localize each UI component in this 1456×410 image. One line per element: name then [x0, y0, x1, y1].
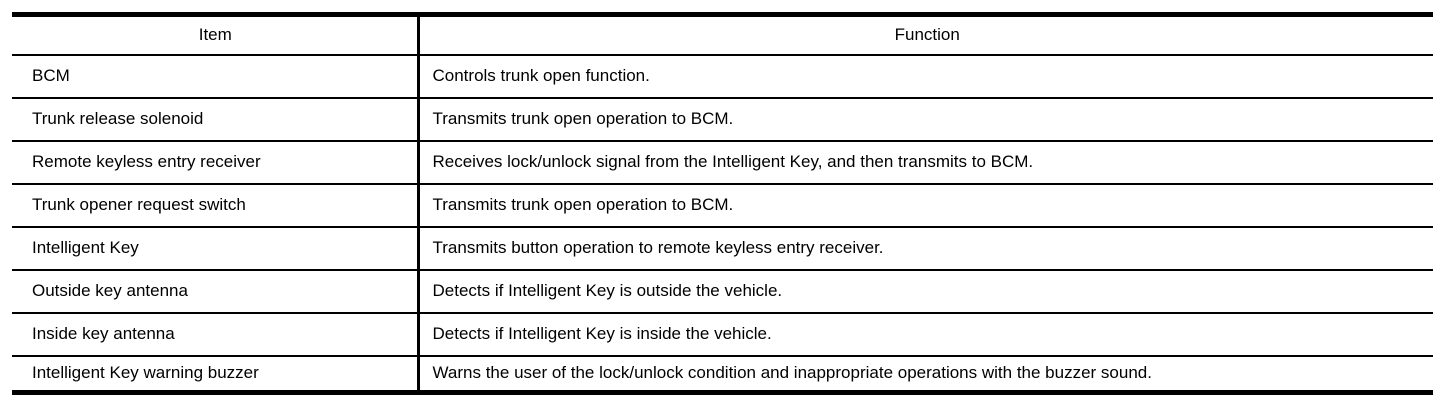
table-row: Inside key antenna Detects if Intelligen… — [12, 312, 1433, 357]
table-row: Intelligent Key Transmits button operati… — [12, 226, 1433, 271]
item-cell: BCM — [12, 54, 420, 99]
item-cell: Intelligent Key warning buzzer — [12, 355, 420, 393]
table-row: Trunk release solenoid Transmits trunk o… — [12, 97, 1433, 142]
item-cell: Intelligent Key — [12, 226, 420, 271]
table-header: Item Function — [12, 14, 1433, 56]
item-cell: Outside key antenna — [12, 269, 420, 314]
item-cell: Remote keyless entry receiver — [12, 140, 420, 185]
function-cell: Warns the user of the lock/unlock condit… — [432, 363, 1152, 383]
table-row: Intelligent Key warning buzzer Warns the… — [12, 355, 1433, 393]
item-function-table: Item Function BCM Controls trunk open fu… — [12, 12, 1433, 395]
item-cell: Trunk release solenoid — [12, 97, 420, 142]
header-cell-function: Function — [418, 14, 1433, 56]
table-row: BCM Controls trunk open function. — [12, 54, 1433, 99]
item-cell: Inside key antenna — [12, 312, 420, 357]
function-cell: Transmits trunk open operation to BCM. — [418, 97, 1433, 142]
function-cell: Detects if Intelligent Key is outside th… — [418, 269, 1433, 314]
header-row: Item Function — [12, 14, 1433, 56]
table-row: Outside key antenna Detects if Intellige… — [12, 269, 1433, 314]
function-cell: Transmits trunk open operation to BCM. — [418, 183, 1433, 228]
function-cell: Controls trunk open function. — [418, 54, 1433, 99]
function-cell: Detects if Intelligent Key is inside the… — [418, 312, 1433, 357]
item-cell: Trunk opener request switch — [12, 183, 420, 228]
table-row: Trunk opener request switch Transmits tr… — [12, 183, 1433, 228]
header-cell-item: Item — [12, 14, 420, 56]
function-cell: Receives lock/unlock signal from the Int… — [418, 140, 1433, 185]
table-row: Remote keyless entry receiver Receives l… — [12, 140, 1433, 185]
item-function-table-container: Item Function BCM Controls trunk open fu… — [12, 12, 1433, 395]
table-body: BCM Controls trunk open function. Trunk … — [12, 54, 1433, 393]
function-cell: Transmits button operation to remote key… — [418, 226, 1433, 271]
